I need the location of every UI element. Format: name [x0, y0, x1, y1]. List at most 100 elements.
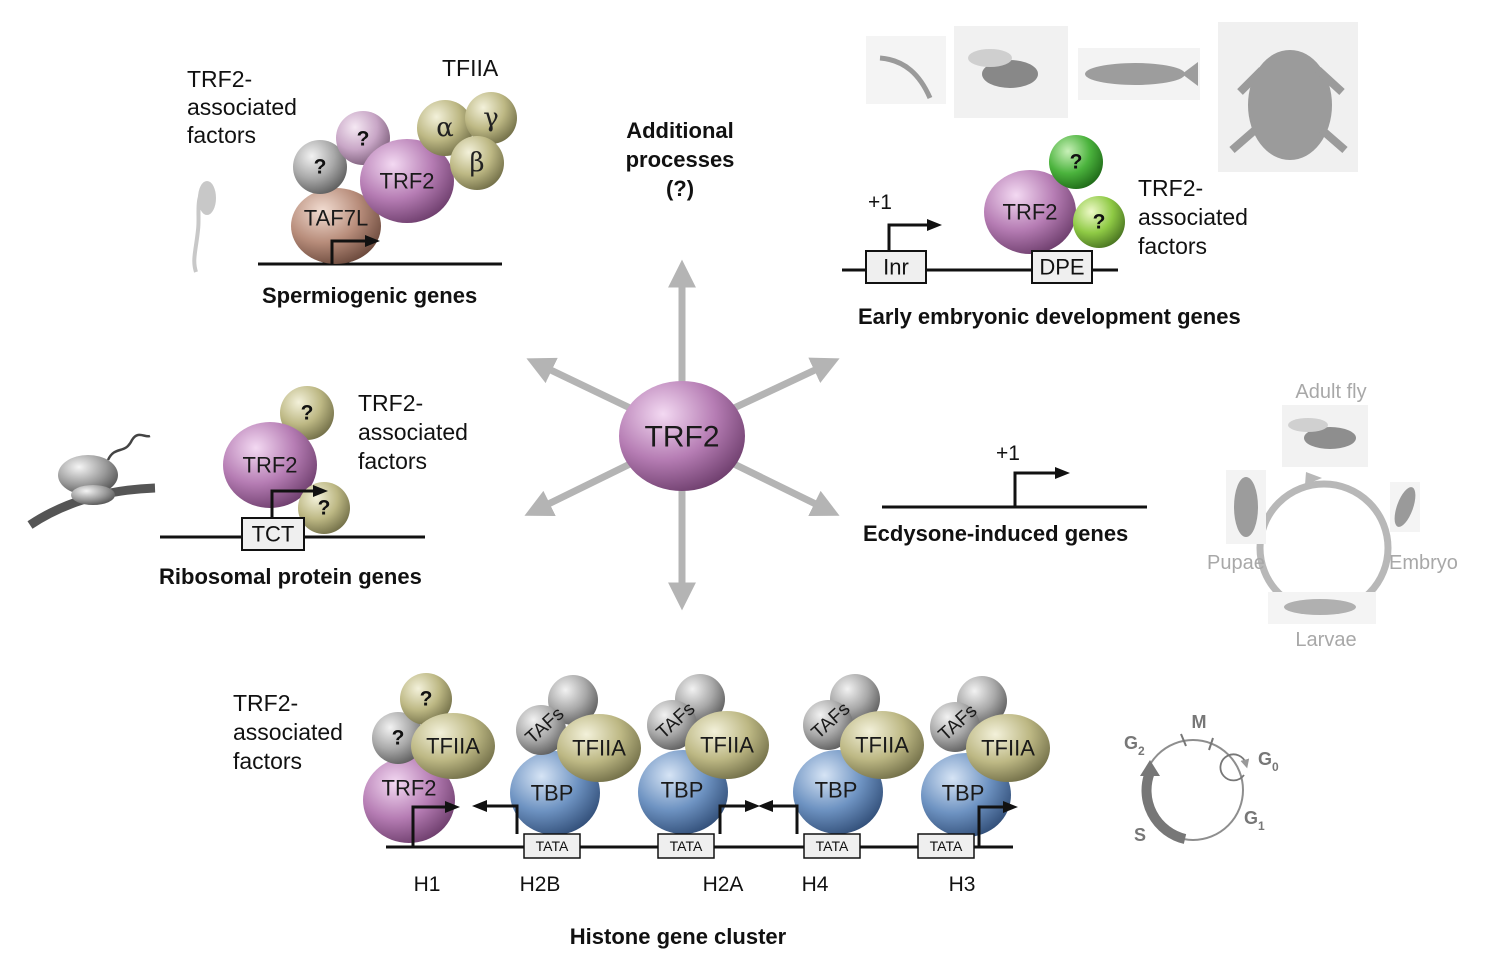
alpha-label: α — [436, 113, 454, 143]
h3-tata-label: TATA — [930, 838, 963, 854]
embryo-associated-line3: factors — [1138, 233, 1207, 259]
h3-tfiia-label: TFIIA — [981, 736, 1035, 761]
h4-tss-arrow — [758, 800, 799, 834]
ribo-tss-arrow — [270, 485, 328, 518]
tct-element — [241, 517, 305, 551]
dpe-label: DPE — [1039, 255, 1084, 280]
sperm-tss-arrow — [330, 235, 380, 264]
h2b-tss-arrow — [472, 800, 519, 834]
central-trf2-protein — [619, 381, 745, 491]
histone-unknown-factor-1 — [372, 712, 424, 764]
s-phase-label: S — [1134, 825, 1146, 845]
additional-line3: (?) — [666, 176, 694, 201]
histone-question-1: ? — [392, 727, 405, 750]
h4-tata-label: TATA — [816, 838, 849, 854]
m-phase-tick-1 — [1180, 733, 1187, 747]
g0-phase-label: G0 — [1258, 749, 1279, 774]
adult-fly-wing-icon — [1288, 418, 1328, 432]
h2a-tfiia-label: TFIIA — [700, 733, 754, 758]
embryo-trf2-label: TRF2 — [1003, 200, 1058, 225]
ecdysone-panel: +1 Ecdysone-induced genes Adult fly Embr… — [863, 381, 1458, 651]
g1-phase-label: G1 — [1244, 808, 1265, 833]
h2b-tafs-protein — [516, 705, 566, 755]
sperm-question-1: ? — [314, 156, 327, 179]
sperm-associated-line1: TRF2- — [187, 66, 252, 92]
embryo-unknown-factor-1 — [1049, 135, 1103, 189]
ribo-question-2: ? — [318, 497, 331, 520]
ecdysone-tss-arrow — [1013, 467, 1070, 507]
gamma-label: γ — [483, 103, 499, 133]
embryo-question-1: ? — [1070, 151, 1083, 174]
ribosomal-panel: ? TRF2 ? TCT TRF2- associated factors Ri… — [27, 386, 468, 589]
fly-icon — [982, 60, 1038, 88]
pupae-icon — [1234, 477, 1258, 537]
g0-loop-arrow — [1219, 753, 1250, 782]
embryonic-panel: +1 Inr TRF2 ? ? DPE TRF2- associated fac… — [842, 22, 1358, 329]
h2a-tss-arrow — [718, 800, 760, 834]
histone-trf2-protein — [363, 757, 455, 843]
gene-h2b-label: H2B — [520, 873, 561, 896]
h3-tss-arrow — [977, 801, 1018, 847]
h3-tfiia — [966, 714, 1050, 782]
h2a-tafs-protein — [647, 700, 697, 750]
inr-label: Inr — [883, 255, 909, 280]
h4-tbp-label: TBP — [815, 778, 858, 803]
frog-icon — [1248, 50, 1332, 160]
embryo-title: Early embryonic development genes — [858, 304, 1241, 329]
ecdysone-plus1-label: +1 — [996, 442, 1020, 465]
histone-associated-line1: TRF2- — [233, 690, 298, 716]
h2b-tata-box — [523, 833, 581, 859]
ribosome-small-icon — [71, 485, 115, 505]
ribo-associated-line1: TRF2- — [358, 390, 423, 416]
g2-phase-label: G2 — [1124, 733, 1145, 758]
frog-legs-icon — [1229, 67, 1348, 154]
embryo-trf2-protein — [984, 170, 1076, 254]
h2b-tata-label: TATA — [536, 838, 569, 854]
tfiia-beta-subunit — [450, 136, 504, 190]
gene-h1-label: H1 — [414, 873, 441, 896]
gene-h2a-label: H2A — [703, 873, 744, 896]
sperm-title: Spermiogenic genes — [262, 283, 477, 308]
h4-tfiia-label: TFIIA — [855, 733, 909, 758]
zebrafish-icon — [1085, 63, 1185, 85]
beta-label: β — [469, 148, 484, 178]
h4-tfiia — [840, 711, 924, 779]
ribo-title: Ribosomal protein genes — [159, 564, 422, 589]
sperm-associated-line3: factors — [187, 122, 256, 148]
adult-fly-label: Adult fly — [1295, 381, 1366, 403]
tfiia-alpha-subunit — [417, 100, 473, 156]
larvae-icon — [1284, 599, 1356, 615]
m-phase-tick-2 — [1208, 737, 1214, 751]
embryo-associated-line1: TRF2- — [1138, 175, 1203, 201]
h2a-tfiia — [685, 711, 769, 779]
arrow-upper-left — [526, 357, 632, 412]
arrow-lower-left — [524, 460, 632, 516]
s-phase-arrowhead — [1140, 760, 1160, 776]
central-trf2-label: TRF2 — [645, 421, 720, 454]
inr-element — [865, 250, 927, 284]
gene-h4-label: H4 — [802, 873, 829, 896]
histone-h1-tfiia-label: TFIIA — [426, 734, 480, 759]
histone-h1-tfiia — [411, 713, 495, 779]
dpe-element — [1031, 250, 1093, 284]
ribo-associated-line3: factors — [358, 448, 427, 474]
sperm-icon — [198, 181, 216, 215]
histone-trf2-label: TRF2 — [382, 776, 437, 801]
histone-associated-line3: factors — [233, 748, 302, 774]
h3-tata-box — [917, 833, 975, 859]
ribo-unknown-factor-1 — [280, 386, 334, 440]
central-arrows — [524, 259, 840, 611]
histone-unknown-factor-2 — [400, 673, 452, 725]
additional-line1: Additional — [626, 118, 734, 143]
h2b-tfiia — [557, 714, 641, 782]
arrow-upper-right — [732, 357, 840, 412]
ribo-associated-line2: associated — [358, 419, 468, 445]
nascent-peptide-icon — [106, 433, 151, 461]
h1-tss-arrow — [411, 801, 460, 847]
embryo-question-2: ? — [1093, 211, 1106, 234]
spermiogenic-panel: TRF2- associated factors TFIIA TAF7L ? ?… — [187, 55, 517, 308]
worm-icon — [879, 55, 933, 100]
tfiia-gamma-subunit — [465, 92, 517, 144]
h2b-tfiia-label: TFIIA — [572, 736, 626, 761]
